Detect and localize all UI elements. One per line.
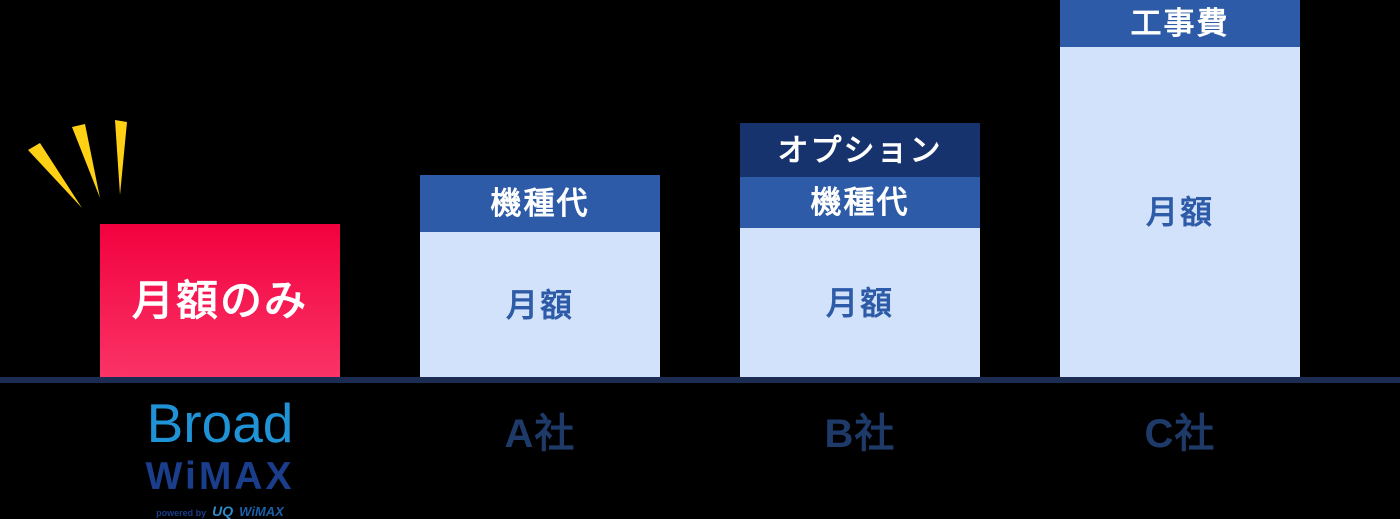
powered-by-text: powered by xyxy=(156,508,207,518)
uq-logo-text: UQ xyxy=(212,503,234,519)
segment-label-device: 機種代 xyxy=(490,186,590,221)
segment-device-company-a: 機種代 xyxy=(420,175,660,232)
company-label-c: C社 xyxy=(1144,412,1216,456)
logo-powered-by: powered by UQ WiMAX xyxy=(156,504,284,518)
company-label-a: A社 xyxy=(504,412,576,456)
uq-wimax-text: WiMAX xyxy=(239,504,284,519)
segment-construction-company-c: 工事費 xyxy=(1060,0,1300,47)
company-label-b: B社 xyxy=(824,412,896,456)
bar-company-a: 機種代月額 xyxy=(420,175,660,377)
broad-wimax-logo: Broad WiMAX powered by UQ WiMAX xyxy=(100,392,340,519)
segment-monthly-company-c: 月額 xyxy=(1060,47,1300,377)
logo-broad-text: Broad xyxy=(146,392,294,454)
segment-device-company-b: 機種代 xyxy=(740,177,980,228)
segment-label-device: 機種代 xyxy=(810,185,910,220)
segment-label-monthly: 月額 xyxy=(505,286,574,323)
segment-label-monthly: 月額 xyxy=(825,284,894,321)
segment-label-monthly-only: 月額のみ xyxy=(131,276,308,324)
axis-baseline xyxy=(0,377,1400,383)
segment-monthly-company-a: 月額 xyxy=(420,232,660,377)
segment-monthly-only-broad-wimax: 月額のみ xyxy=(100,224,340,377)
segment-label-option: オプション xyxy=(777,132,943,168)
segment-monthly-company-b: 月額 xyxy=(740,228,980,377)
bar-company-b: オプション機種代月額 xyxy=(740,123,980,377)
segment-label-construction: 工事費 xyxy=(1130,6,1230,41)
bar-company-c: 工事費月額 xyxy=(1060,0,1300,377)
bar-broad-wimax: 月額のみ xyxy=(100,224,340,377)
logo-wimax-text: WiMAX xyxy=(145,455,295,498)
segment-option-company-b: オプション xyxy=(740,123,980,177)
segment-label-monthly: 月額 xyxy=(1145,194,1214,230)
emphasis-sparks-icon xyxy=(28,120,127,208)
